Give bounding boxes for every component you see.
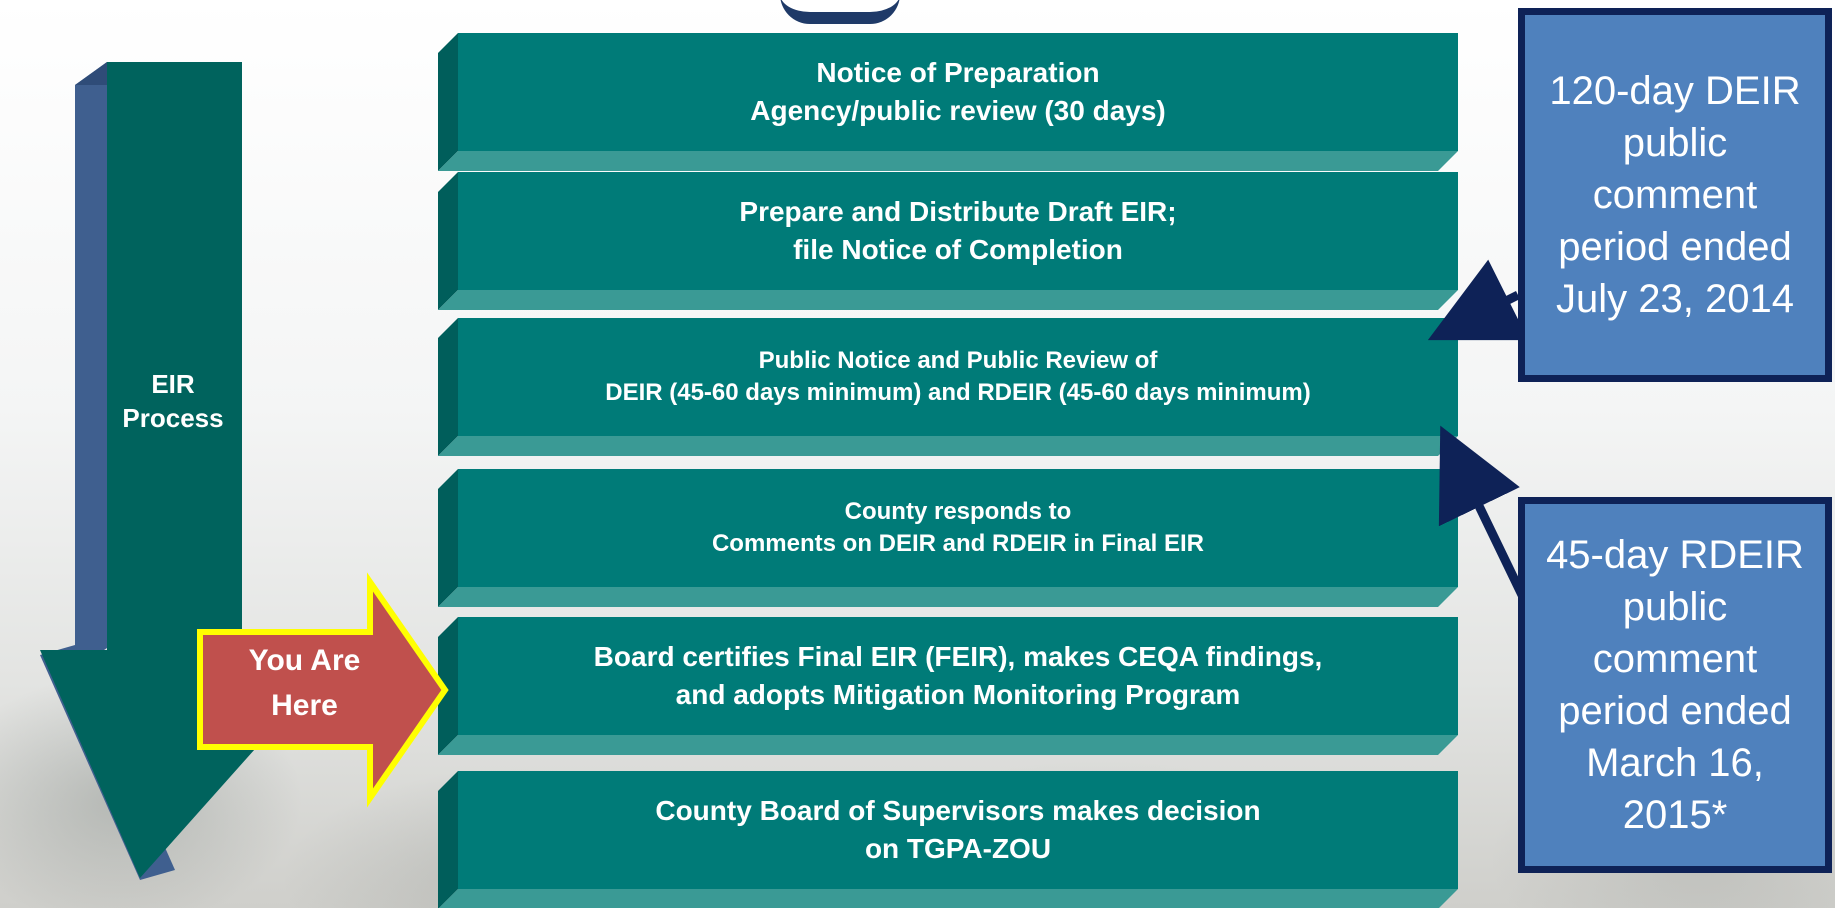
step-box-face <box>458 617 1458 735</box>
step-box-bottom <box>438 735 1458 755</box>
step-text-line: file Notice of Completion <box>793 234 1123 265</box>
step-box-bottom <box>438 151 1458 171</box>
step-box-bottom <box>438 587 1458 607</box>
step-box-side <box>438 617 458 755</box>
step-box-face <box>458 318 1458 436</box>
step-box-1 <box>438 33 1458 171</box>
step-text-line: Board certifies Final EIR (FEIR), makes … <box>593 641 1323 673</box>
step-box-bottom <box>438 290 1458 310</box>
step-text-2: Prepare and Distribute Draft EIR; file No… <box>458 172 1458 290</box>
callout-2-connector <box>1438 425 1527 597</box>
step-text-line: Agency/public review (30 days) <box>750 95 1166 126</box>
step-box-bottom <box>438 436 1458 456</box>
steps-layer <box>438 33 1458 908</box>
step-box-4 <box>438 469 1458 607</box>
step-text-line: Public Notice and Public Review of <box>758 346 1158 374</box>
callout-rdeir-period: 45-day RDEIR public comment period ended… <box>1518 497 1832 873</box>
step-text-6: County Board of Supervisors makes decisi… <box>458 771 1458 889</box>
step-box-6 <box>438 771 1458 908</box>
step-box-2 <box>438 172 1458 310</box>
step-text-line: DEIR (45-60 days minimum) and RDEIR (45-… <box>605 379 1311 406</box>
step-box-side <box>438 318 458 456</box>
eir-process-arrow <box>40 62 345 880</box>
step-box-face <box>458 469 1458 587</box>
step-box-bottom <box>439 889 1458 908</box>
step-text-line: County responds to <box>844 497 1072 525</box>
step-text-line: Prepare and Distribute Draft EIR; <box>739 196 1177 228</box>
step-text-line: County Board of Supervisors makes decisi… <box>655 795 1261 827</box>
step-box-side <box>438 771 458 908</box>
you-are-here-label: You Are Here <box>248 644 361 722</box>
process-arrow-side <box>75 62 107 670</box>
step-text-3: Public Notice and Public Review of DEIR (… <box>458 318 1458 436</box>
callout-1-connector <box>1427 259 1529 341</box>
step-box-side <box>438 33 458 171</box>
step-box-face <box>458 172 1458 290</box>
step-text-4: County responds to Comments on DEIR and R… <box>458 469 1458 587</box>
eir-process-label: EIR Process <box>122 369 224 433</box>
step-text-line: Comments on DEIR and RDEIR in Final EIR <box>711 530 1205 557</box>
step-box-side <box>438 172 458 310</box>
you-are-here-arrow <box>197 572 449 808</box>
step-text-line: Notice of Preparation <box>816 57 1100 89</box>
callout-deir-period: 120-day DEIR public comment period ended… <box>1518 8 1832 382</box>
step-text-5: Board certifies Final EIR (FEIR), makes … <box>458 617 1458 735</box>
step-box-5 <box>438 617 1458 755</box>
step-box-3 <box>438 318 1458 456</box>
step-text-line: and adopts Mitigation Monitoring Program <box>675 679 1241 710</box>
title-fragment <box>780 0 900 24</box>
step-text-line: on TGPA-ZOU <box>864 833 1052 864</box>
step-box-face <box>458 771 1458 889</box>
step-box-side <box>438 469 458 607</box>
step-box-face <box>458 33 1458 151</box>
